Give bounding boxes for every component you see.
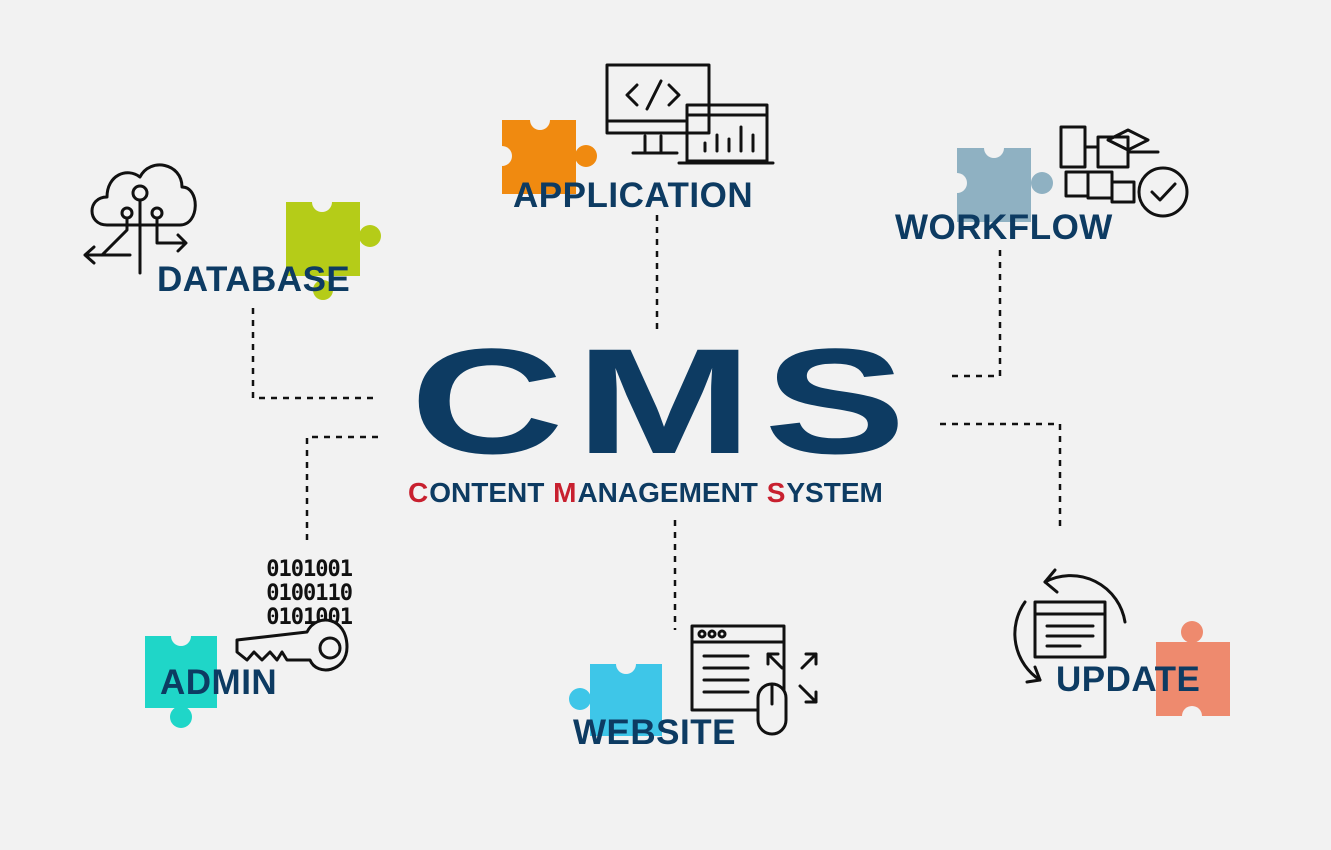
binary-digits: 0101001 0100110 0101001 (240, 557, 353, 630)
browser-mouse-icon (690, 624, 818, 736)
puzzle-admin (145, 626, 217, 728)
subtitle-part: YSTEM (786, 477, 883, 508)
puzzle-application (492, 110, 597, 194)
flowchart-check-icon (1059, 125, 1189, 218)
node-label-workflow: WORKFLOW (895, 208, 1113, 247)
subtitle-part: ONTENT (429, 477, 553, 508)
subtitle-part: M (553, 477, 577, 508)
puzzle-update (1156, 621, 1230, 726)
node-label-application: APPLICATION (513, 176, 754, 215)
connector-update (940, 422, 1062, 528)
cloud-network-icon (83, 163, 197, 275)
node-label-database: DATABASE (157, 260, 351, 299)
puzzle-website (569, 654, 662, 736)
subtitle-part: S (766, 477, 786, 508)
puzzle-database (286, 192, 381, 300)
connector-workflow (946, 250, 1002, 378)
subtitle: CONTENT MANAGEMENT SYSTEM (408, 478, 884, 508)
node-label-admin: ADMIN (160, 663, 278, 702)
refresh-document-icon (1013, 568, 1127, 684)
binary-row: 0100110 (266, 581, 353, 606)
subtitle-part: ANAGEMENT (577, 477, 766, 508)
connector-database (251, 308, 375, 400)
binary-row: 0101001 (266, 557, 353, 582)
node-label-website: WEBSITE (573, 713, 736, 752)
subtitle-part: C (408, 477, 429, 508)
monitor-code-icon (605, 63, 775, 165)
puzzle-workflow (947, 138, 1053, 222)
node-label-update: UPDATE (1056, 660, 1201, 699)
main-title: CMS (410, 317, 918, 485)
key-icon (235, 618, 349, 672)
